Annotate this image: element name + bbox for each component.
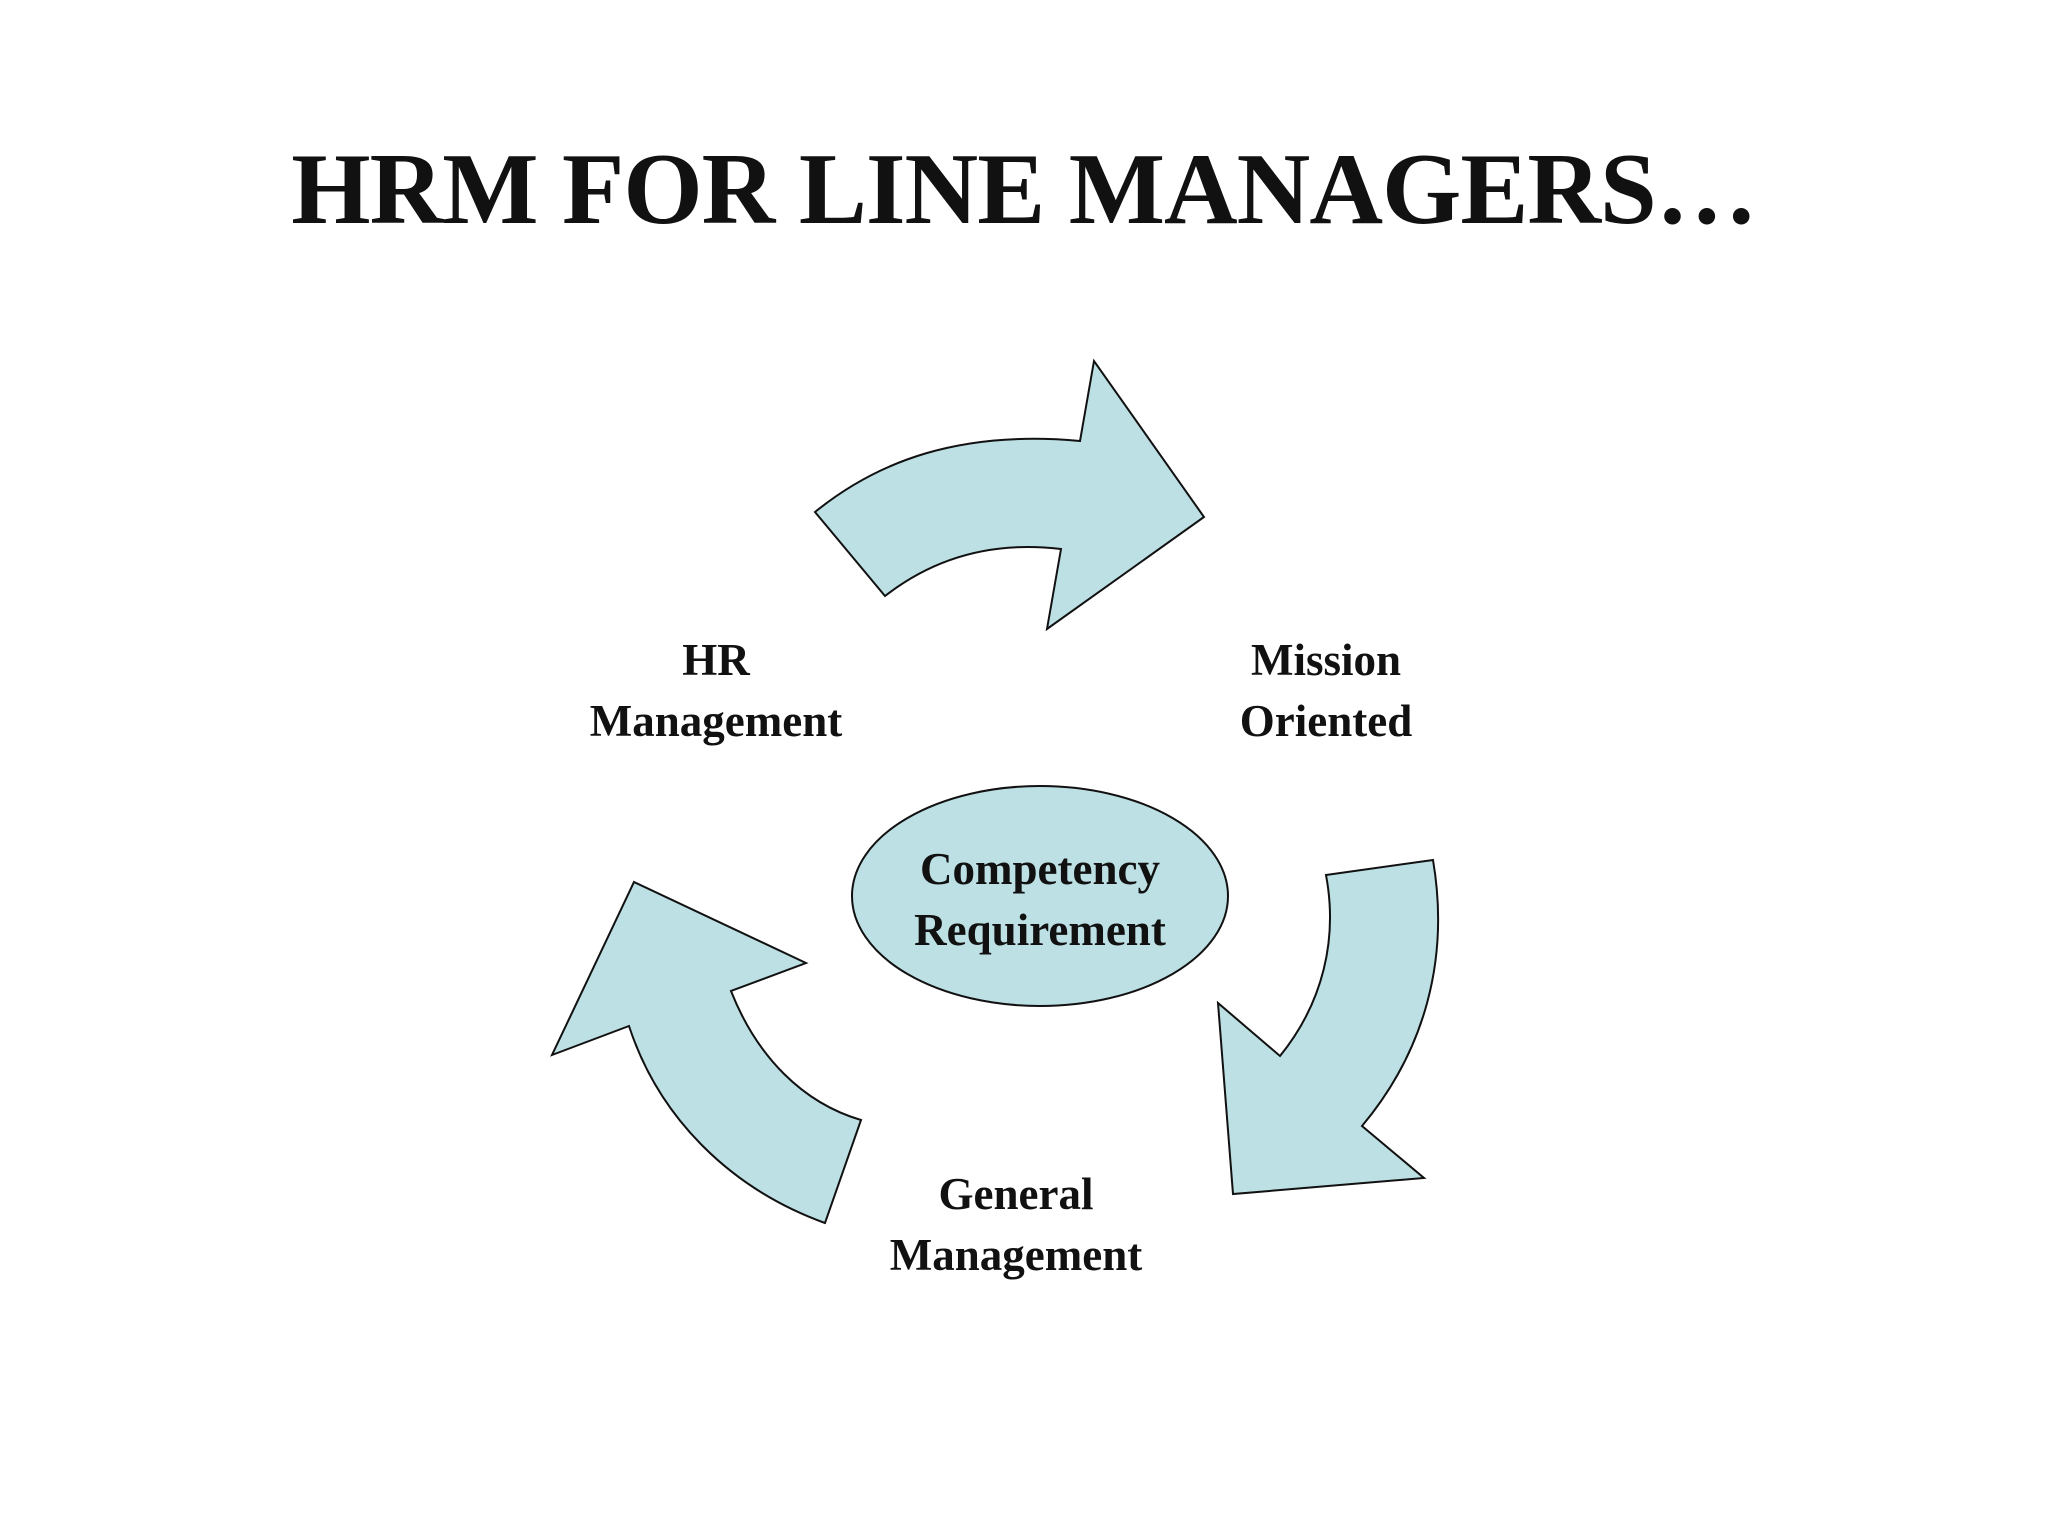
cycle-arrow-right [1216, 858, 1440, 1196]
slide-title: HRM FOR LINE MANAGERS… [291, 133, 1758, 246]
node-general-management-line1: General [938, 1169, 1094, 1219]
cycle-arrow-top [813, 358, 1206, 632]
node-mission-oriented: Mission Oriented [1146, 630, 1506, 752]
competency-ellipse [851, 785, 1229, 1007]
node-general-management: General Management [836, 1164, 1196, 1286]
node-hr-management: HR Management [536, 630, 896, 752]
node-hr-management-line2: Management [589, 696, 843, 746]
node-general-management-line2: Management [889, 1230, 1143, 1280]
cycle-arrow-left [550, 880, 863, 1225]
node-competency-requirement-line2: Requirement [914, 905, 1166, 955]
node-mission-oriented-line1: Mission [1250, 635, 1402, 685]
node-hr-management-line1: HR [682, 635, 750, 685]
node-mission-oriented-line2: Oriented [1239, 696, 1413, 746]
node-competency-requirement-line1: Competency [920, 844, 1160, 894]
node-competency-requirement: Competency Requirement [860, 839, 1220, 961]
